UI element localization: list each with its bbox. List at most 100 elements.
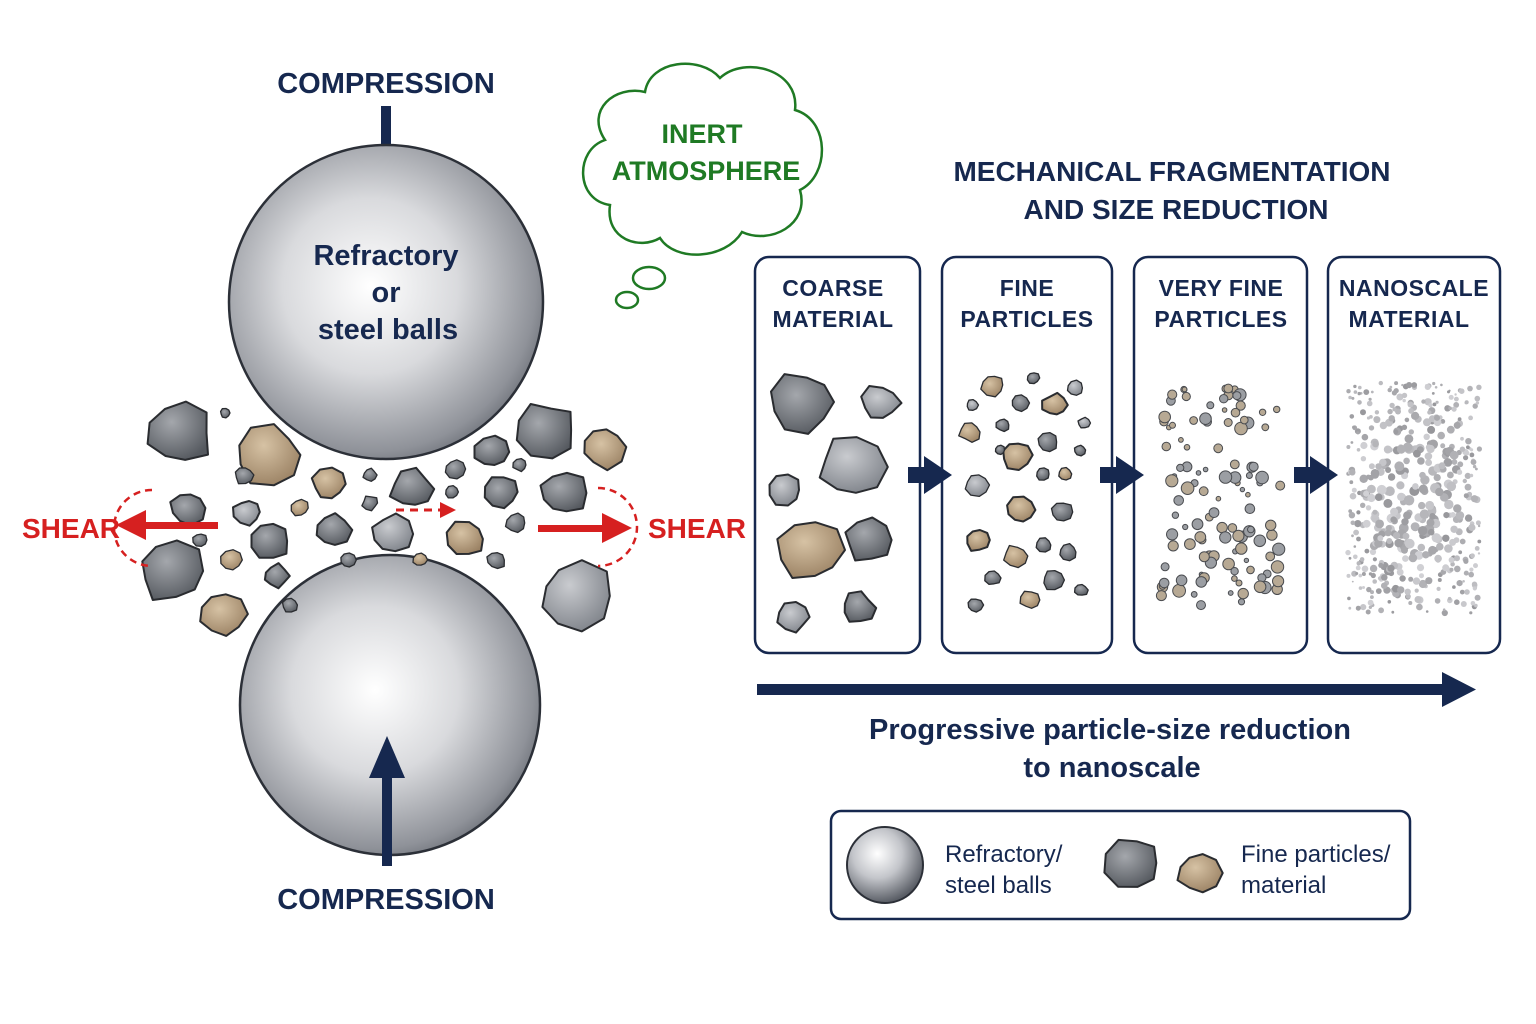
- top-steel-ball: Refractory or steel balls: [227, 143, 545, 461]
- nanoscale-particle: [1464, 472, 1471, 479]
- very-fine-particle: [1231, 575, 1238, 582]
- very-fine-particle: [1227, 523, 1238, 533]
- nanoscale-particle: [1434, 554, 1442, 563]
- stage-fine-title-1: FINE: [1000, 275, 1054, 301]
- nanoscale-particle: [1403, 457, 1410, 465]
- nanoscale-particle: [1360, 502, 1366, 508]
- band-particle: [340, 552, 357, 568]
- fine-particle: [1066, 379, 1084, 396]
- nanoscale-particle: [1353, 384, 1357, 389]
- fine-particle: [984, 570, 1002, 586]
- band-particle: [219, 407, 231, 419]
- fine-particle: [1026, 372, 1041, 385]
- band-particle: [504, 512, 526, 534]
- nanoscale-particle: [1433, 474, 1441, 482]
- very-fine-particle: [1198, 486, 1209, 497]
- compression-top-arrow-shaft: [381, 106, 391, 162]
- nanoscale-particle: [1463, 493, 1469, 499]
- nanoscale-particle: [1475, 467, 1478, 471]
- nanoscale-particle: [1402, 532, 1410, 540]
- nanoscale-particle: [1465, 438, 1472, 445]
- nanoscale-particle: [1372, 509, 1378, 515]
- milling-particle-band: [141, 400, 628, 637]
- nanoscale-particle: [1468, 415, 1473, 421]
- fine-particle: [1077, 416, 1092, 429]
- band-particle: [250, 522, 289, 559]
- nanoscale-particle: [1407, 401, 1414, 408]
- band-particle: [515, 403, 573, 460]
- band-particle: [361, 495, 379, 512]
- nanoscale-particle: [1368, 397, 1372, 401]
- very-fine-particle: [1266, 529, 1278, 541]
- very-fine-particle: [1208, 507, 1220, 518]
- nanoscale-particle: [1466, 445, 1470, 450]
- nanoscale-particle: [1432, 402, 1437, 407]
- nanoscale-particle: [1401, 424, 1408, 430]
- nanoscale-particle: [1422, 551, 1430, 559]
- nanoscale-particle: [1385, 467, 1392, 473]
- nanoscale-particle: [1386, 538, 1393, 544]
- very-fine-particle: [1230, 407, 1241, 418]
- shear-right-indicator: [396, 486, 639, 568]
- nanoscale-particle: [1392, 407, 1397, 412]
- nanoscale-particle: [1474, 603, 1478, 608]
- legend: Refractory/ steel balls Fine particles/ …: [829, 809, 1412, 921]
- band-particle: [412, 552, 429, 566]
- very-fine-particle: [1167, 389, 1178, 400]
- very-fine-particle: [1272, 575, 1285, 588]
- nanoscale-particle: [1440, 383, 1443, 387]
- ball-label-line-1: Refractory: [313, 240, 458, 272]
- nanoscale-particle: [1435, 487, 1444, 497]
- stage-arrow-1: [908, 456, 952, 494]
- nanoscale-particle: [1385, 486, 1395, 497]
- nanoscale-particle: [1470, 553, 1475, 559]
- nanoscale-particle: [1474, 546, 1480, 551]
- very-fine-particle: [1181, 386, 1188, 393]
- nanoscale-particle: [1404, 588, 1411, 595]
- nanoscale-particle: [1459, 538, 1466, 545]
- nanoscale-particle: [1408, 553, 1418, 563]
- fine-particle: [966, 398, 980, 411]
- nanoscale-particle: [1346, 573, 1351, 578]
- nanoscale-particle: [1359, 557, 1365, 562]
- nanoscale-particle: [1369, 548, 1377, 556]
- stage-fine-title-2: PARTICLES: [960, 306, 1093, 332]
- nanoscale-particle: [1378, 562, 1384, 568]
- very-fine-particle: [1189, 416, 1198, 425]
- nanoscale-particle: [1462, 478, 1468, 484]
- nanoscale-particle: [1452, 585, 1456, 589]
- very-fine-particle: [1158, 577, 1170, 589]
- very-fine-particle: [1245, 491, 1251, 498]
- nanoscale-particle: [1414, 588, 1419, 593]
- nanoscale-particle: [1418, 484, 1428, 494]
- very-fine-particle: [1223, 383, 1234, 394]
- nanoscale-particle: [1444, 405, 1451, 412]
- fine-particle: [1043, 569, 1066, 591]
- nanoscale-particle: [1356, 561, 1361, 566]
- nanoscale-particle: [1365, 505, 1372, 511]
- nanoscale-particle: [1472, 586, 1477, 591]
- very-fine-particle: [1247, 525, 1255, 534]
- nanoscale-particle: [1424, 384, 1431, 390]
- nanoscale-particle: [1372, 440, 1379, 448]
- nanoscale-particle: [1366, 586, 1372, 593]
- process-title-line-2: AND SIZE REDUCTION: [1024, 194, 1329, 225]
- coarse-particle: [844, 516, 893, 562]
- nanoscale-particle: [1477, 524, 1481, 528]
- nanoscale-particle: [1437, 431, 1445, 440]
- nanoscale-particle: [1444, 499, 1454, 510]
- band-particle: [169, 493, 207, 527]
- progression-caption-line-1: Progressive particle-size reduction: [869, 714, 1351, 746]
- very-fine-particle: [1272, 542, 1286, 556]
- fine-particle: [1036, 467, 1050, 481]
- nanoscale-particle: [1454, 555, 1460, 562]
- nanoscale-particle: [1446, 481, 1457, 492]
- nanoscale-particle: [1463, 558, 1469, 564]
- nanoscale-particle: [1356, 448, 1361, 452]
- nanoscale-particle: [1477, 552, 1481, 555]
- very-fine-particle: [1227, 590, 1234, 596]
- nanoscale-particle: [1384, 529, 1392, 537]
- nanoscale-particle: [1425, 500, 1435, 510]
- stage-nanoscale-title-2: MATERIAL: [1348, 306, 1469, 332]
- nanoscale-particle: [1454, 393, 1457, 396]
